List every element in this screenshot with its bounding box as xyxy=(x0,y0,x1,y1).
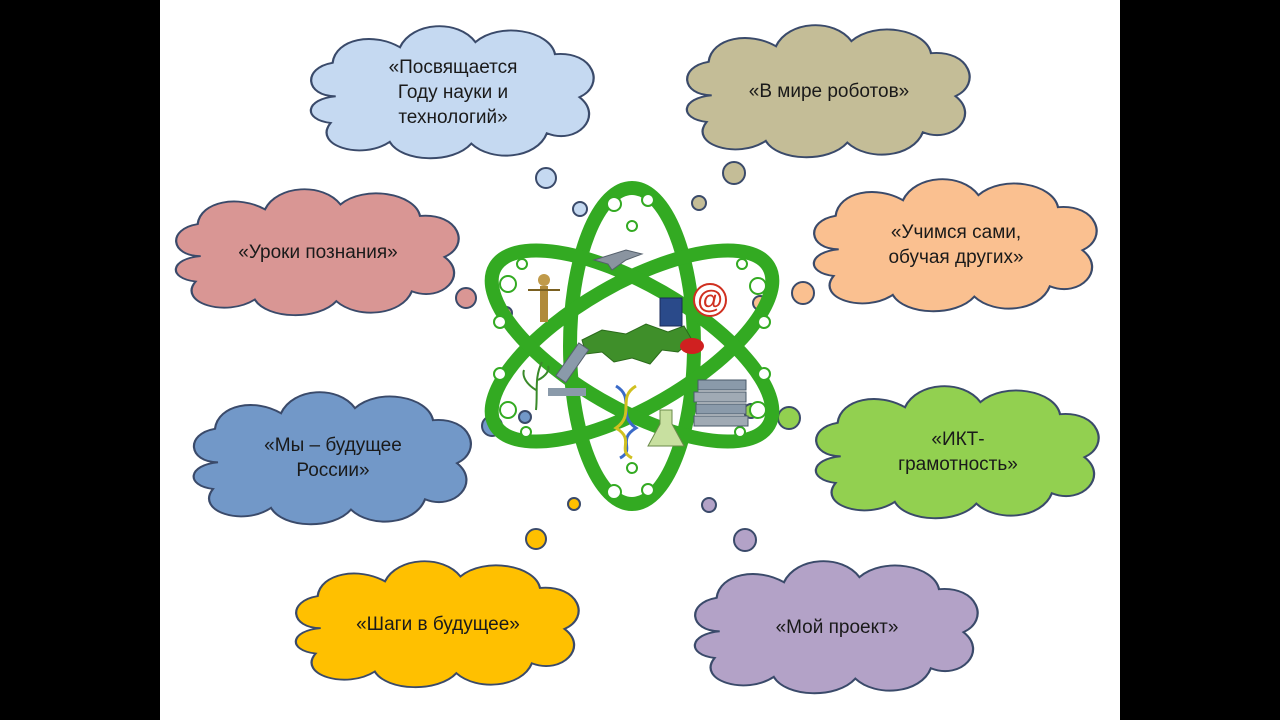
cloud-label-line: технологий» xyxy=(398,106,508,128)
cloud-label-line: России» xyxy=(296,460,370,481)
cloud-label-line: «Мы – будущее xyxy=(264,435,402,456)
slide: @ xyxy=(160,0,1120,720)
svg-text:@: @ xyxy=(697,284,722,314)
cloud-label-steps-future: «Шаги в будущее» xyxy=(323,594,553,654)
plant-icon xyxy=(522,361,550,411)
diagram-canvas: @ xyxy=(174,24,1100,695)
nucleus-icons: @ xyxy=(522,249,749,460)
bubble xyxy=(791,281,815,305)
bubble xyxy=(525,528,547,550)
flask-icon xyxy=(647,409,685,447)
cloud-label-line: «Учимся сами, xyxy=(890,222,1022,243)
russia-map-icon xyxy=(581,323,693,365)
bubble xyxy=(535,167,557,189)
cloud-label-line: «Шаги в будущее» xyxy=(356,613,520,635)
email-icon: @ xyxy=(693,283,727,317)
cloud-label-line: «В мире роботов» xyxy=(748,80,910,102)
bubble xyxy=(691,195,707,211)
atom-emblem: @ xyxy=(484,181,780,511)
cloud-label-lessons: «Уроки познания» xyxy=(203,222,433,282)
microscope-icon xyxy=(548,342,590,396)
bubble xyxy=(701,497,717,513)
cloud-label-ict: «ИКТ-грамотность» xyxy=(843,417,1073,487)
bubble xyxy=(567,497,581,511)
computer-icon xyxy=(659,297,704,354)
dna-icon xyxy=(613,384,639,460)
cloud-label-teach-others: «Учимся сами, обучая других» xyxy=(841,210,1071,280)
bubble xyxy=(455,287,477,309)
bubble xyxy=(722,161,746,185)
cloud-label-line: «Посвящается xyxy=(388,56,518,78)
bubble xyxy=(518,410,532,424)
cloud-label-line: обучая других» xyxy=(888,247,1024,268)
cloud-label-robots: «В мире роботов» xyxy=(714,61,944,121)
bubble xyxy=(572,201,588,217)
jet-icon xyxy=(592,249,644,271)
atom-orbit xyxy=(484,243,780,449)
books-icon xyxy=(693,379,749,427)
cloud-label-line: «Мой проект» xyxy=(775,616,899,638)
cloud-label-line: «Уроки познания» xyxy=(238,241,398,263)
cloud-label-line: грамотность» xyxy=(898,454,1018,475)
cloud-label-line: «ИКТ- xyxy=(931,429,985,450)
cloud-label-my-project: «Мой проект» xyxy=(722,597,952,657)
bubble xyxy=(777,406,801,430)
justice-statue-icon xyxy=(528,274,560,322)
cloud-label-line: Году науки и xyxy=(397,81,509,103)
bubble xyxy=(733,528,757,552)
